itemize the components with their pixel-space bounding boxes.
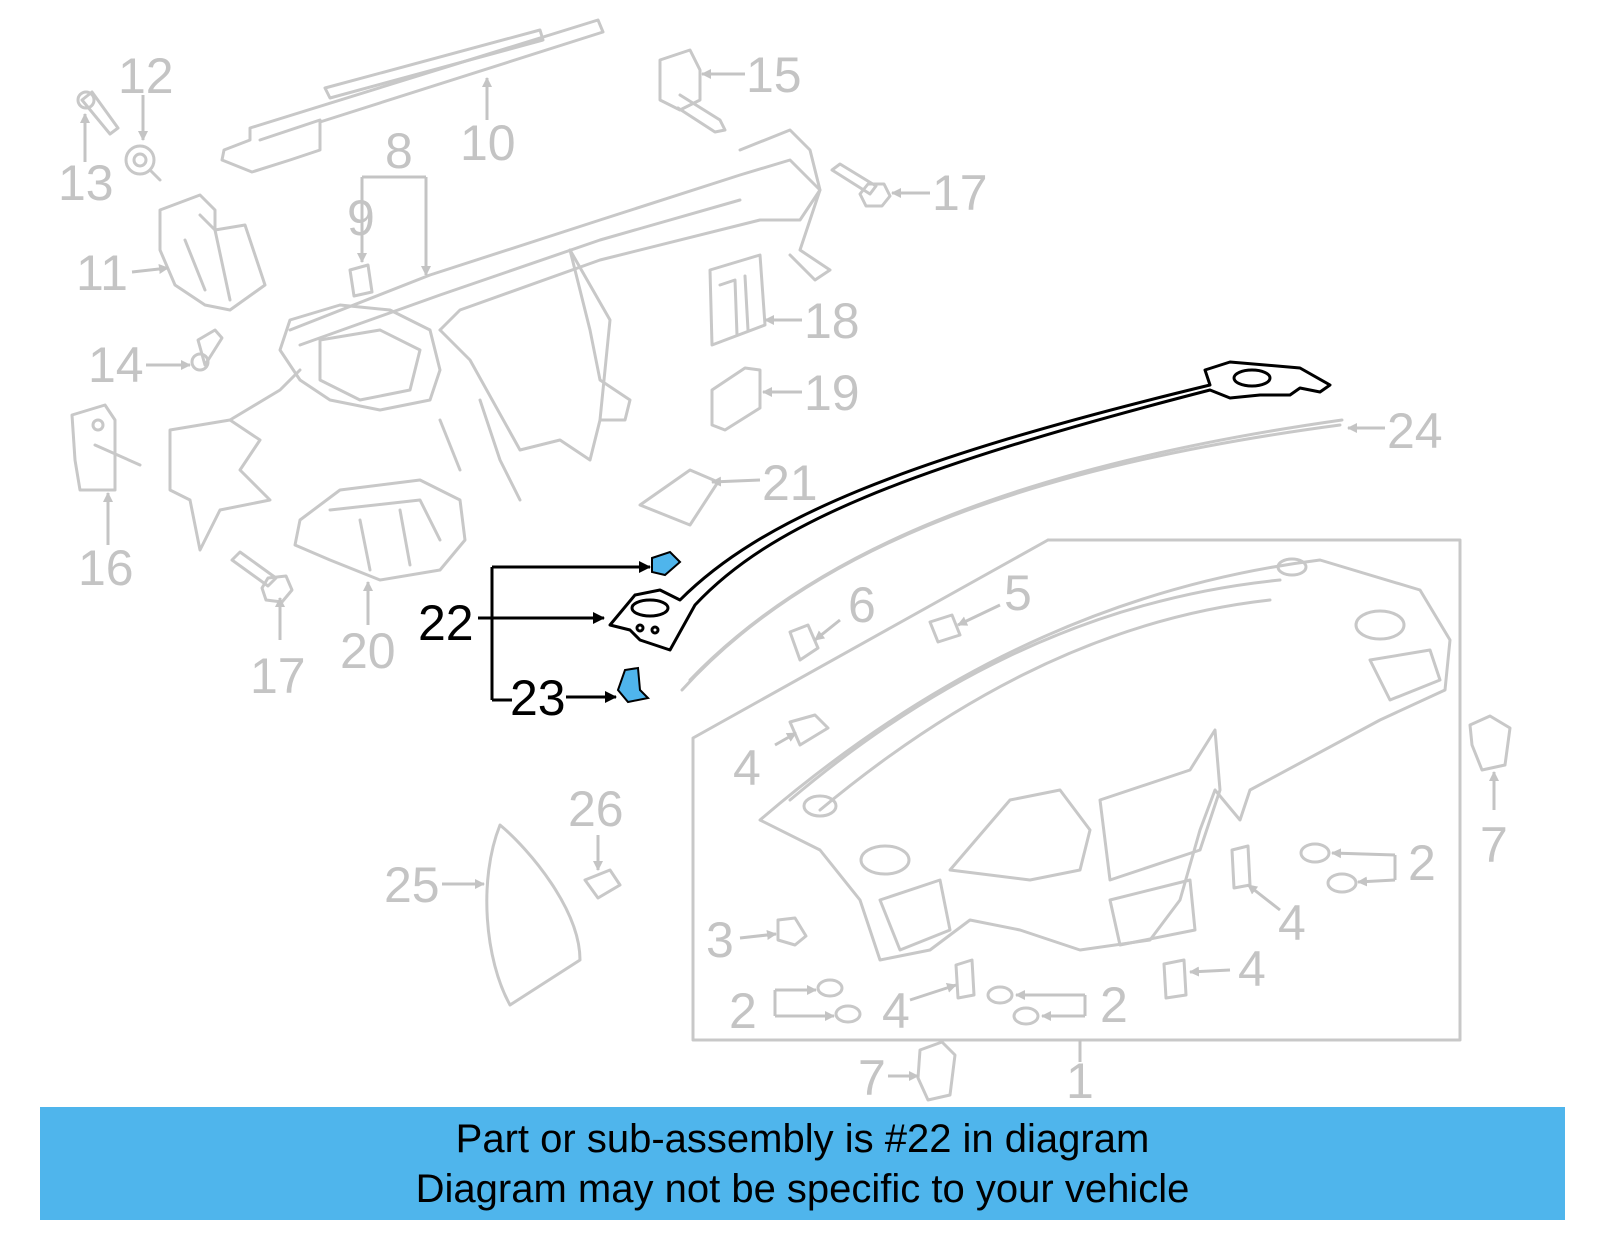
part-3-clip: [776, 916, 808, 947]
callout-4-lower-right: 4: [1238, 941, 1266, 997]
callout-17-upper: 17: [932, 165, 988, 221]
callout-23: 23: [510, 670, 566, 726]
callout-8: 8: [385, 123, 413, 179]
banner-line-1: Part or sub-assembly is #22 in diagram: [455, 1116, 1150, 1161]
callout-6: 6: [848, 577, 876, 633]
part-6-clip: [788, 623, 820, 662]
callout-25: 25: [384, 857, 440, 913]
part-1-instrument-panel: [691, 538, 1462, 1042]
callout-20: 20: [340, 623, 396, 679]
callout-2-lower-left: 2: [729, 983, 757, 1039]
callout-labels: 12 13 10 8 9 11 14 15 17 18 19 16 17 20 …: [58, 47, 1508, 1109]
callout-22: 22: [418, 595, 474, 651]
callout-18: 18: [804, 293, 860, 349]
callout-5: 5: [1004, 565, 1032, 621]
callout-15: 15: [746, 47, 802, 103]
callout-13: 13: [58, 155, 114, 211]
leader-lines: [80, 69, 1499, 1081]
callout-17-lower: 17: [250, 648, 306, 704]
callout-12: 12: [118, 48, 174, 104]
part-17-bolt-lower: [230, 550, 294, 604]
part-5-clip: [928, 613, 962, 644]
part-24-trim-strip: [680, 418, 1344, 692]
callout-7-bottom: 7: [858, 1050, 886, 1106]
part-20-duct: [293, 478, 467, 582]
callout-10: 10: [460, 115, 516, 171]
leader-lines-22-23: [478, 561, 651, 703]
part-18-module: [708, 253, 767, 347]
callout-16: 16: [78, 540, 134, 596]
part-26-clip: [583, 868, 622, 900]
part-8-cross-beam: [168, 128, 832, 552]
part-10-upper-cover: [220, 18, 605, 174]
part-2-grommets: [816, 842, 1358, 1026]
part-23-clip: [616, 666, 651, 704]
callout-3: 3: [706, 912, 734, 968]
part-21-pad: [638, 468, 720, 527]
part-22-reinforcement: [608, 360, 1332, 652]
part-16-bracket: [70, 403, 142, 492]
callout-14: 14: [88, 337, 144, 393]
callout-4-right: 4: [1278, 895, 1306, 951]
part-9-clip: [348, 263, 374, 298]
part-12-nut: [124, 144, 162, 182]
callout-19: 19: [804, 365, 860, 421]
callout-11: 11: [76, 245, 128, 301]
part-11-bracket: [158, 193, 267, 312]
info-banner: Part or sub-assembly is #22 in diagram D…: [40, 1107, 1565, 1220]
part-19-module: [710, 366, 762, 432]
callout-24: 24: [1387, 403, 1443, 459]
part-7-clips: [916, 714, 1512, 1102]
callout-7-right: 7: [1480, 817, 1508, 873]
part-13-bolt: [76, 90, 120, 136]
part-22-clip-highlight: [651, 550, 682, 577]
callout-2-right: 2: [1408, 835, 1436, 891]
callout-4-upper: 4: [733, 740, 761, 796]
callout-21: 21: [762, 455, 818, 511]
banner-line-2: Diagram may not be specific to your vehi…: [415, 1166, 1190, 1211]
part-25-end-cap: [485, 823, 582, 1007]
callout-1: 1: [1066, 1053, 1094, 1109]
callout-9: 9: [347, 190, 375, 246]
callout-26: 26: [568, 781, 624, 837]
part-15-bracket: [658, 48, 727, 134]
callout-4-lower-mid: 4: [882, 983, 910, 1039]
callout-2-lower-mid: 2: [1100, 977, 1128, 1033]
part-14-bolt: [190, 328, 224, 372]
part-17-bolt-upper: [830, 162, 892, 208]
